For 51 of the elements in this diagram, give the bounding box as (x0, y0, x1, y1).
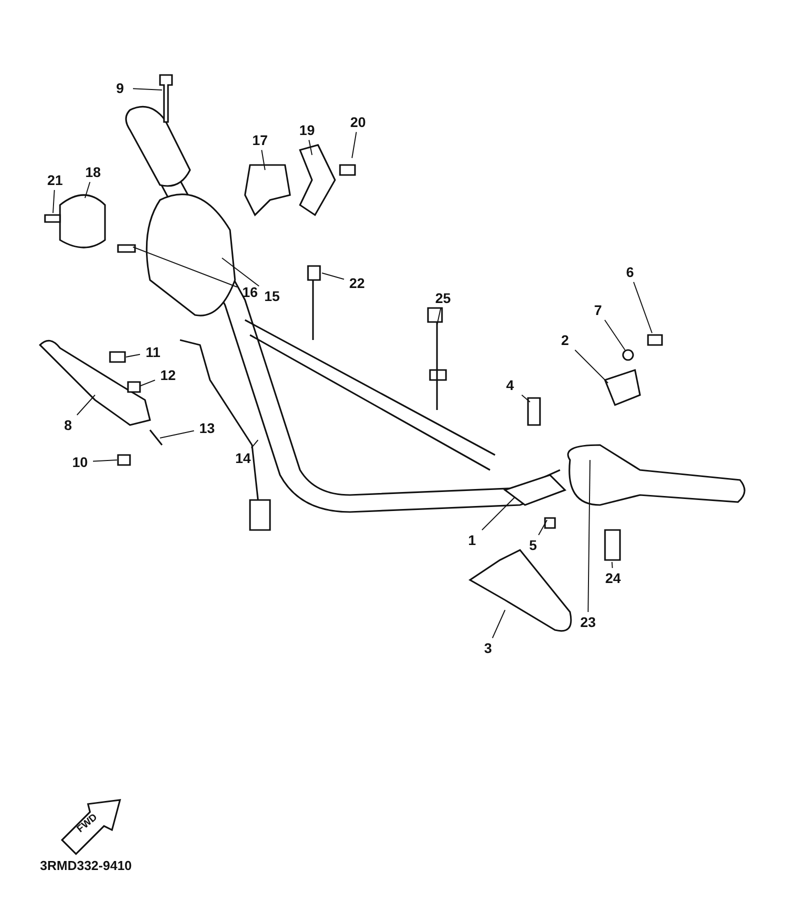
leader-line (604, 320, 626, 350)
callout-number: 23 (576, 613, 600, 631)
callout-number: 17 (248, 131, 272, 149)
leader-line (132, 246, 238, 288)
part-code: 3RMD332-9410 (40, 858, 132, 873)
leader-line (492, 610, 506, 638)
leader-line (574, 350, 608, 384)
callout-number: 7 (586, 301, 610, 319)
leader-line (322, 272, 344, 280)
leader-line (132, 88, 162, 90)
leader-line (84, 182, 90, 198)
leader-line (633, 282, 652, 334)
callout-number: 16 (238, 283, 262, 301)
callout-number: 4 (498, 376, 522, 394)
callout-number: 8 (56, 416, 80, 434)
callout-number: 10 (68, 453, 92, 471)
callout-number: 1 (460, 531, 484, 549)
leader-line (261, 150, 266, 170)
leader-line (52, 190, 55, 214)
callout-number: 3 (476, 639, 500, 657)
callout-number: 20 (346, 113, 370, 131)
callout-number: 11 (141, 343, 165, 361)
leader-line (160, 430, 194, 438)
leader-line (588, 460, 590, 612)
callout-number: 6 (618, 263, 642, 281)
callout-number: 25 (431, 289, 455, 307)
callout-number: 5 (521, 536, 545, 554)
callout-number: 19 (295, 121, 319, 139)
leader-line (482, 496, 516, 530)
leader-line (126, 354, 140, 358)
leader-line (222, 258, 260, 287)
leader-line (140, 380, 156, 386)
leader-line (436, 308, 442, 326)
callout-number: 21 (43, 171, 67, 189)
callout-number: 22 (345, 274, 369, 292)
leader-line (538, 520, 548, 536)
callout-number: 14 (231, 449, 255, 467)
callout-number: 13 (195, 419, 219, 437)
leader-line (352, 132, 357, 158)
leader-line (250, 440, 258, 448)
callout-number: 15 (260, 287, 284, 305)
callout-number: 9 (108, 79, 132, 97)
callout-number: 18 (81, 163, 105, 181)
callout-number: 24 (601, 569, 625, 587)
leader-line (612, 562, 613, 568)
leader-line (521, 394, 530, 402)
leader-line (76, 394, 96, 416)
leader-line (308, 140, 312, 156)
callout-number: 12 (156, 366, 180, 384)
leader-line (92, 460, 118, 462)
callout-number: 2 (553, 331, 577, 349)
